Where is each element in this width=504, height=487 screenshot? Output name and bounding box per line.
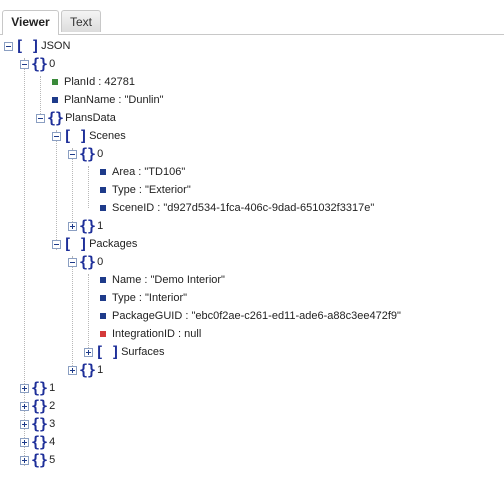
tree-node-scene-1[interactable]: {} 1: [68, 217, 103, 235]
expand-icon[interactable]: [84, 347, 93, 357]
tree-node-package-0[interactable]: {} 0: [68, 253, 103, 271]
tree-node-packages[interactable]: [ ] Packages: [52, 235, 137, 253]
tree-node-item-1[interactable]: {} 1: [20, 379, 55, 397]
string-value-icon: [52, 97, 58, 103]
collapse-icon[interactable]: [68, 149, 77, 159]
tree-leaf-planname[interactable]: PlanName : "Dunlin": [52, 91, 164, 109]
string-value-icon: [100, 169, 106, 175]
array-bracket-icon: [ ]: [15, 37, 40, 55]
tree-leaf-area[interactable]: Area : "TD106": [100, 163, 185, 181]
collapse-icon[interactable]: [52, 239, 61, 249]
object-brace-icon: {}: [31, 415, 48, 433]
expand-icon[interactable]: [20, 437, 29, 447]
tree-line: [72, 148, 73, 228]
expand-icon[interactable]: [68, 221, 77, 231]
tree-node-scene-0[interactable]: {} 0: [68, 145, 103, 163]
tree-line: [24, 58, 25, 466]
collapse-icon[interactable]: [68, 257, 77, 267]
object-brace-icon: {}: [79, 217, 96, 235]
collapse-icon[interactable]: [4, 41, 13, 51]
tree-node-plansdata[interactable]: {} PlansData: [36, 109, 116, 127]
tree-leaf-scene-type[interactable]: Type : "Exterior": [100, 181, 191, 199]
tree-line: [88, 274, 89, 356]
tab-viewer[interactable]: Viewer: [2, 10, 59, 35]
tree-node-item-4[interactable]: {} 4: [20, 433, 55, 451]
expand-icon[interactable]: [20, 455, 29, 465]
tab-divider: [0, 34, 504, 35]
tree-node-scenes[interactable]: [ ] Scenes: [52, 127, 126, 145]
object-brace-icon: {}: [79, 145, 96, 163]
tree-leaf-planid[interactable]: PlanId : 42781: [52, 73, 135, 91]
tree-node-item-3[interactable]: {} 3: [20, 415, 55, 433]
object-brace-icon: {}: [31, 433, 48, 451]
tree-leaf-package-name[interactable]: Name : "Demo Interior": [100, 271, 225, 289]
tree-line: [72, 256, 73, 372]
tree-line: [56, 130, 57, 250]
tree-line: [40, 76, 41, 120]
object-brace-icon: {}: [31, 451, 48, 469]
array-bracket-icon: [ ]: [63, 127, 88, 145]
object-brace-icon: {}: [31, 379, 48, 397]
string-value-icon: [100, 277, 106, 283]
object-brace-icon: {}: [31, 55, 48, 73]
number-value-icon: [52, 79, 58, 85]
tab-bar: Viewer Text: [0, 0, 504, 35]
collapse-icon[interactable]: [52, 131, 61, 141]
expand-icon[interactable]: [68, 365, 77, 375]
tree-node-item-5[interactable]: {} 5: [20, 451, 55, 469]
tree-node-json[interactable]: [ ] JSON: [4, 37, 70, 55]
object-brace-icon: {}: [79, 361, 96, 379]
expand-icon[interactable]: [20, 383, 29, 393]
string-value-icon: [100, 187, 106, 193]
collapse-icon[interactable]: [36, 113, 45, 123]
string-value-icon: [100, 205, 106, 211]
object-brace-icon: {}: [79, 253, 96, 271]
tab-text[interactable]: Text: [61, 10, 101, 32]
tree-line: [88, 166, 89, 208]
tree-leaf-package-guid[interactable]: PackageGUID : "ebc0f2ae-c261-ed11-ade6-a…: [100, 307, 401, 325]
array-bracket-icon: [ ]: [95, 343, 120, 361]
tree-leaf-package-type[interactable]: Type : "Interior": [100, 289, 187, 307]
expand-icon[interactable]: [20, 401, 29, 411]
object-brace-icon: {}: [31, 397, 48, 415]
string-value-icon: [100, 313, 106, 319]
object-brace-icon: {}: [47, 109, 64, 127]
array-bracket-icon: [ ]: [63, 235, 88, 253]
tree-leaf-integration-id[interactable]: IntegrationID : null: [100, 325, 201, 343]
string-value-icon: [100, 295, 106, 301]
json-tree: [ ] JSON {} 0 PlanId : 42781 PlanName : …: [0, 36, 504, 487]
tree-node-item-0[interactable]: {} 0: [20, 55, 55, 73]
expand-icon[interactable]: [20, 419, 29, 429]
tree-node-surfaces[interactable]: [ ] Surfaces: [84, 343, 165, 361]
tree-node-package-1[interactable]: {} 1: [68, 361, 103, 379]
tree-leaf-sceneid[interactable]: SceneID : "d927d534-1fca-406c-9dad-65103…: [100, 199, 374, 217]
tree-node-item-2[interactable]: {} 2: [20, 397, 55, 415]
null-value-icon: [100, 331, 106, 337]
collapse-icon[interactable]: [20, 59, 29, 69]
